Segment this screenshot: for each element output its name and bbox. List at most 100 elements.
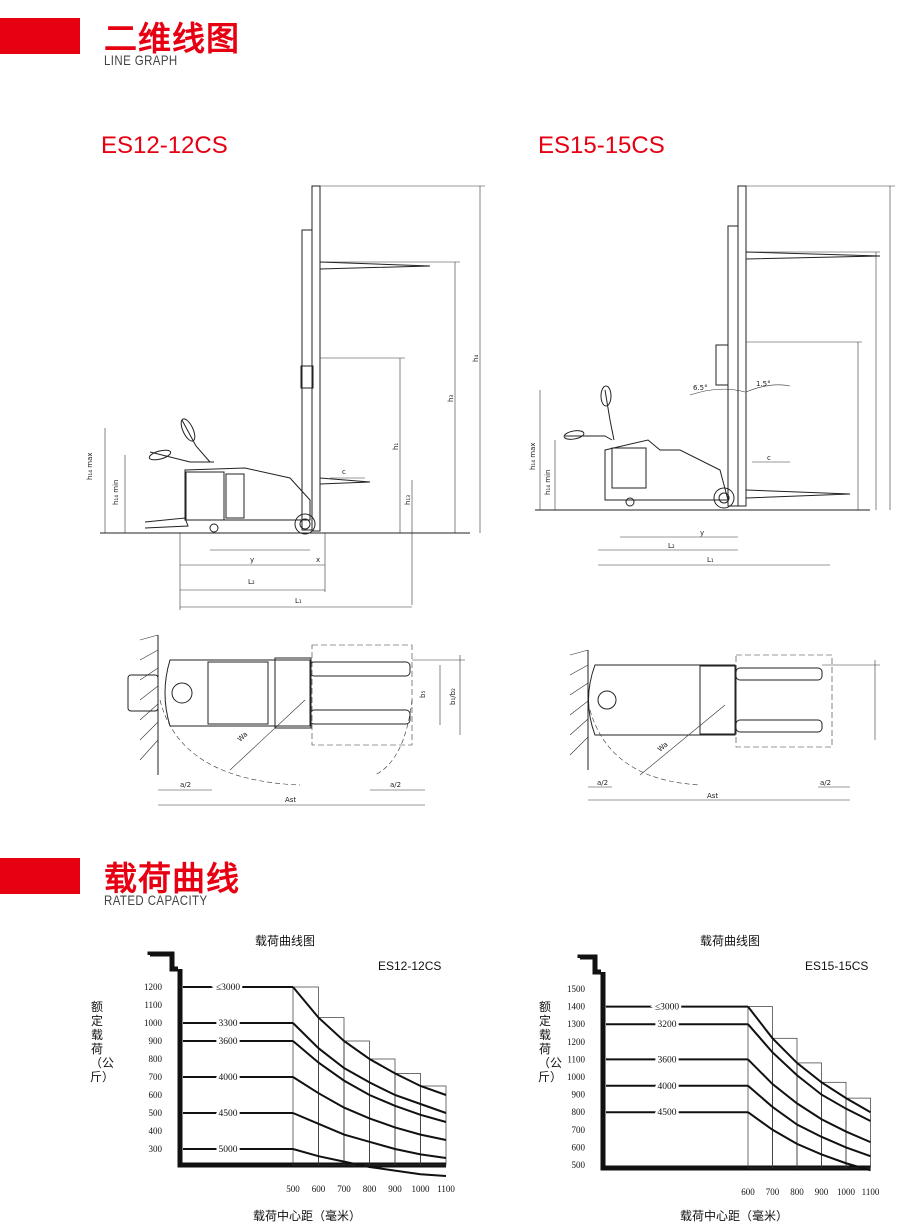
section-header-rated-capacity: 载荷曲线 RATED CAPACITY xyxy=(0,858,900,918)
chart-axis xyxy=(600,972,871,1171)
svg-text:L₂: L₂ xyxy=(668,542,675,550)
control-panel xyxy=(225,473,245,519)
series-curve xyxy=(747,1111,871,1172)
svg-text:c: c xyxy=(342,468,346,476)
y-tick-label: 500 xyxy=(149,1108,163,1118)
red-accent-bar xyxy=(0,18,80,54)
top-view-left: a/2 a/2 Ast Wa b₅ b₁/b₂ xyxy=(127,634,465,806)
x-tick-label: 600 xyxy=(741,1187,755,1197)
truck-body xyxy=(184,467,311,521)
series-curve xyxy=(747,1058,871,1144)
series-curve xyxy=(292,1112,447,1159)
svg-text:a/2: a/2 xyxy=(597,779,608,787)
svg-text:a/2: a/2 xyxy=(180,781,191,789)
series-height-label: 4000 xyxy=(658,1082,677,1092)
y-tick-label: 1200 xyxy=(567,1037,586,1047)
series-height-label: ≤3000 xyxy=(216,983,240,993)
x-tick-label: 1100 xyxy=(437,1184,455,1194)
chart-frame xyxy=(577,954,601,975)
x-tick-label: 1000 xyxy=(837,1187,856,1197)
series-curve xyxy=(292,1040,447,1123)
x-tick-label: 1100 xyxy=(862,1187,880,1197)
grid-cell xyxy=(369,1058,396,1166)
svg-text:y: y xyxy=(250,556,254,564)
series-curve xyxy=(747,1085,871,1158)
grid-cell xyxy=(420,1085,447,1166)
y-tick-label: 1100 xyxy=(144,1000,162,1010)
chart-axis xyxy=(177,969,446,1168)
chart-xlabel-left: 载荷中心距（毫米） xyxy=(253,1209,362,1223)
battery-cover xyxy=(185,471,225,521)
fork-raised xyxy=(745,251,881,260)
x-tick-label: 700 xyxy=(766,1187,780,1197)
y-tick-label: 1100 xyxy=(567,1054,585,1064)
grid-cell xyxy=(343,1040,370,1166)
chart-frame xyxy=(147,951,178,972)
chart-title-left: 载荷曲线图 xyxy=(255,934,316,948)
svg-text:c: c xyxy=(767,454,771,462)
platform xyxy=(144,517,189,529)
svg-text:h₁₃: h₁₃ xyxy=(404,495,412,505)
fork-raised xyxy=(319,261,431,270)
y-tick-label: 800 xyxy=(149,1054,163,1064)
svg-text:1.5°: 1.5° xyxy=(756,380,771,388)
side-view-left: h₁₄ max h₁₄ min y L₂ L₁ x c h₄ h₃ h₁ h₁₃ xyxy=(86,185,485,610)
grid-cell xyxy=(747,1006,773,1169)
y-tick-label: 300 xyxy=(149,1144,163,1154)
tiller-head-high xyxy=(180,418,196,442)
series-curve xyxy=(747,1005,871,1114)
red-accent-bar xyxy=(0,858,80,894)
series-curve xyxy=(292,1022,447,1114)
svg-text:b₁/b₂: b₁/b₂ xyxy=(449,688,457,705)
x-tick-label: 1000 xyxy=(412,1184,431,1194)
series-height-label: 3600 xyxy=(658,1055,677,1065)
mast-bracket xyxy=(300,365,314,389)
grid-cell xyxy=(772,1037,798,1169)
y-tick-label: 700 xyxy=(572,1125,586,1135)
series-height-label: ≤3000 xyxy=(655,1003,679,1013)
section-title-zh: 载荷曲线 xyxy=(104,859,240,898)
section-title-en: LINE GRAPH xyxy=(104,52,178,68)
series-curve xyxy=(292,986,447,1096)
truck-body xyxy=(604,439,729,501)
y-tick-label: 1000 xyxy=(144,1018,163,1028)
y-tick-label: 500 xyxy=(572,1160,586,1170)
series-curve xyxy=(292,1148,447,1177)
tiller-head-low xyxy=(148,449,172,461)
technical-drawings: h₁₄ max h₁₄ min y L₂ L₁ x c h₄ h₃ h₁ h₁₃ xyxy=(86,185,895,806)
svg-text:x: x xyxy=(316,556,320,564)
x-tick-label: 800 xyxy=(790,1187,804,1197)
tiller-low xyxy=(149,451,214,463)
x-tick-label: 900 xyxy=(388,1184,402,1194)
tiller-high xyxy=(181,419,211,463)
side-view-right: 6.5° 1.5° c y L₂ L₁ h₁₄ max h₁₄ min xyxy=(529,185,895,566)
svg-text:b₅: b₅ xyxy=(419,691,427,698)
y-tick-label: 1300 xyxy=(567,1019,586,1029)
chart-model-right: ES15-15CS xyxy=(805,959,869,973)
y-tick-label: 600 xyxy=(149,1090,163,1100)
x-tick-label: 800 xyxy=(363,1184,377,1194)
fork-lower xyxy=(319,477,371,485)
chart-xlabel-right: 载荷中心距（毫米） xyxy=(680,1209,789,1223)
series-curve xyxy=(292,1076,447,1141)
series-height-label: 4500 xyxy=(658,1108,677,1118)
series-curve xyxy=(747,1023,871,1122)
series-height-label: 3200 xyxy=(658,1020,677,1030)
svg-text:h₁₄ min: h₁₄ min xyxy=(112,480,120,505)
svg-text:a/2: a/2 xyxy=(390,781,401,789)
chart-title-right: 载荷曲线图 xyxy=(700,934,761,948)
svg-text:Ast: Ast xyxy=(707,792,718,800)
y-tick-label: 1200 xyxy=(144,982,163,992)
series-height-label: 3600 xyxy=(219,1037,238,1047)
model-label-right: ES15-15CS xyxy=(538,132,665,159)
section-title-zh: 二维线图 xyxy=(104,19,240,58)
model-label-left: ES12-12CS xyxy=(101,132,228,159)
section-header-line-graph: 二维线图 LINE GRAPH xyxy=(0,18,900,78)
svg-text:h₄: h₄ xyxy=(472,355,480,362)
grid-cell xyxy=(318,1017,345,1166)
series-height-label: 3300 xyxy=(219,1019,238,1029)
series-height-label: 5000 xyxy=(219,1145,238,1155)
x-tick-label: 600 xyxy=(312,1184,326,1194)
y-tick-label: 800 xyxy=(572,1107,586,1117)
